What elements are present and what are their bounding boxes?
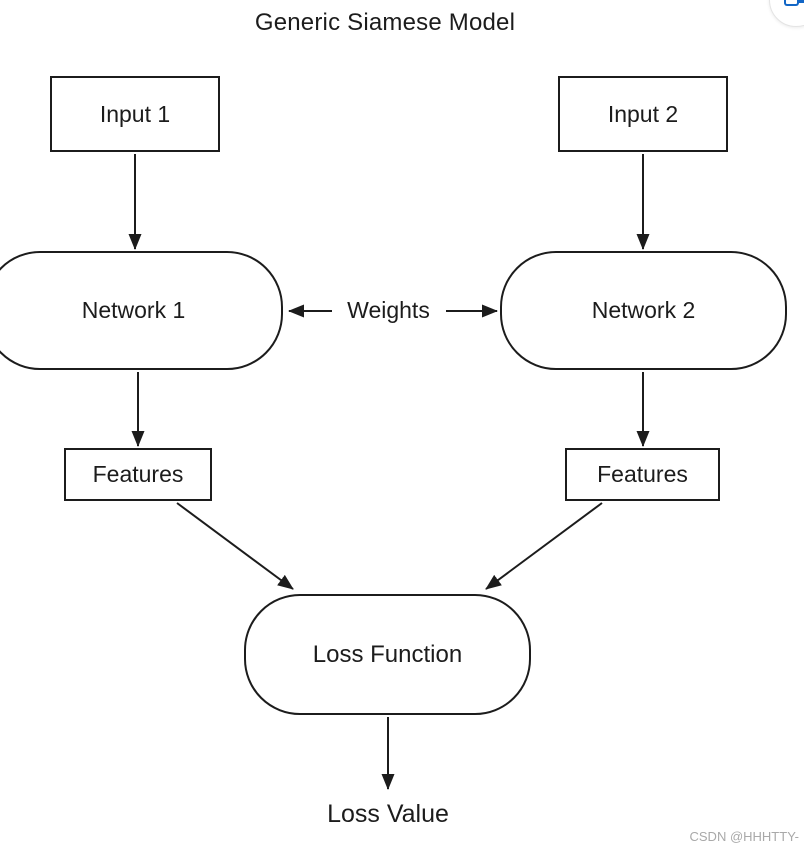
node-loss-function: Loss Function [244, 594, 531, 715]
node-input-1-label: Input 1 [99, 100, 171, 127]
node-input-1: Input 1 [50, 76, 220, 152]
csdn-watermark: CSDN @HHHTTY- [689, 829, 800, 844]
node-features-left: Features [64, 448, 212, 501]
diagram-title: Generic Siamese Model [254, 9, 516, 36]
weights-edge-label: Weights [347, 297, 430, 323]
arrow-features2-to-loss [485, 502, 603, 590]
node-network-2: Network 2 [500, 251, 787, 370]
node-network-1: Network 1 [0, 251, 283, 370]
cropped-blue-icon [784, 0, 799, 6]
cropped-blue-icon-dot [799, 0, 804, 3]
node-network-2-label: Network 2 [591, 297, 696, 323]
node-input-2-label: Input 2 [607, 100, 679, 127]
arrow-features1-to-loss [176, 502, 294, 590]
node-network-1-label: Network 1 [81, 297, 186, 323]
node-loss-function-label: Loss Function [312, 640, 463, 668]
node-features-left-label: Features [92, 461, 184, 487]
loss-value-label: Loss Value [327, 800, 449, 828]
node-features-right: Features [565, 448, 720, 501]
node-input-2: Input 2 [558, 76, 728, 152]
node-features-right-label: Features [597, 461, 688, 487]
